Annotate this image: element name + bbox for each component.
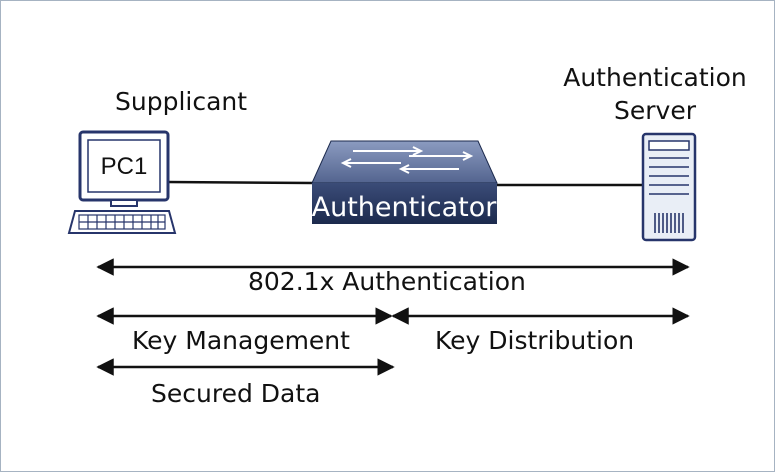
pc-label: PC1 (101, 153, 148, 180)
eap-span-label: 802.1x Authentication (248, 267, 526, 296)
server-label-line2: Server (614, 96, 696, 125)
server-label: Authentication Server (555, 61, 755, 127)
authenticator-label: Authenticator (312, 192, 498, 223)
pc-icon (67, 130, 177, 234)
secured-data-label: Secured Data (151, 379, 321, 408)
switch-icon (311, 140, 498, 224)
key-management-label: Key Management (132, 326, 350, 355)
link-pc-authenticator (166, 180, 314, 185)
server-label-line1: Authentication (563, 63, 747, 92)
server-icon (641, 132, 697, 242)
supplicant-label: Supplicant (115, 87, 248, 116)
key-distribution-label: Key Distribution (435, 326, 635, 355)
